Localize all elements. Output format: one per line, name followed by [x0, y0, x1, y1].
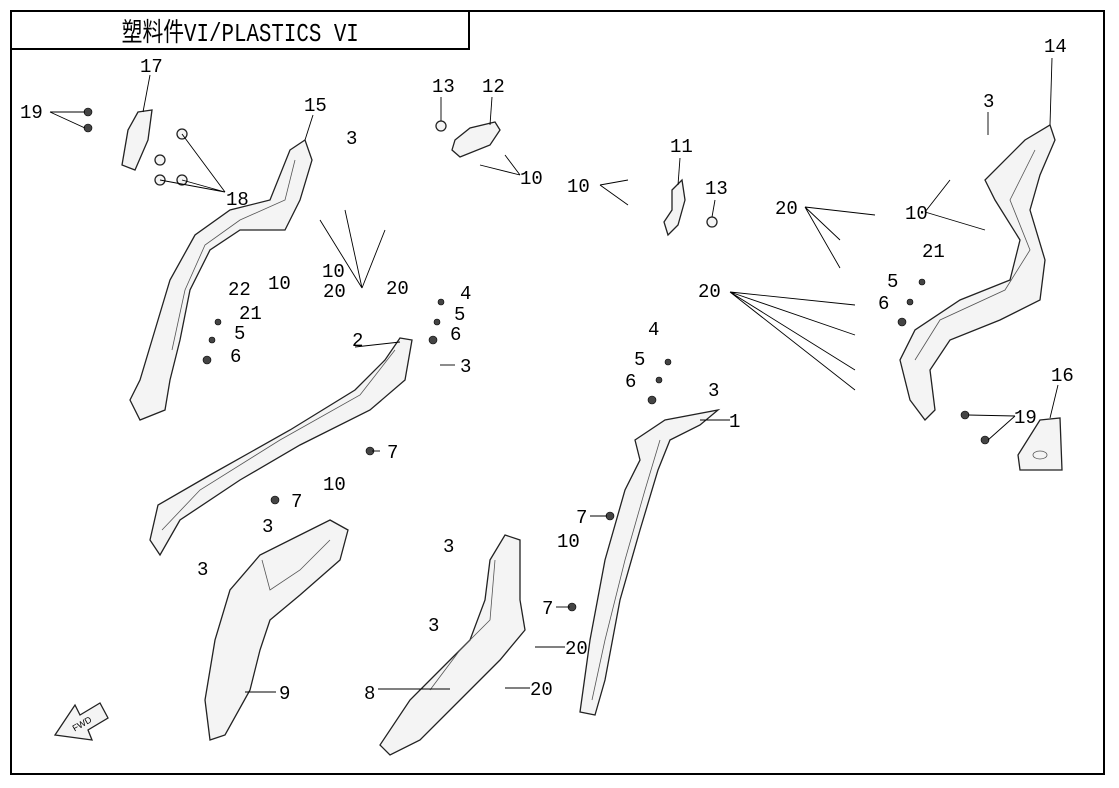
callout: 10: [557, 531, 580, 553]
callout: 20: [565, 638, 588, 660]
callout: 3: [428, 615, 439, 637]
callout: 21: [239, 303, 262, 325]
callout: 19: [20, 102, 43, 124]
callout: 7: [387, 442, 398, 464]
callout: 20: [323, 281, 346, 303]
callout: 20: [775, 198, 798, 220]
part-2-side-cover: [149, 337, 413, 557]
callout: 15: [304, 95, 327, 117]
diagram-frame: [10, 10, 1105, 775]
callout: 10: [323, 474, 346, 496]
callout: 20: [386, 278, 409, 300]
part-14-rear-grab-rail-right: [899, 124, 1056, 421]
callout: 6: [450, 324, 461, 346]
callout: 19: [1014, 407, 1037, 429]
callout: 14: [1044, 36, 1067, 58]
callout: 3: [708, 380, 719, 402]
callout: 6: [625, 371, 636, 393]
callout: 10: [268, 273, 291, 295]
part-15-rear-grab-rail-left: [129, 138, 313, 421]
callout: 6: [878, 293, 889, 315]
callout: 5: [887, 271, 898, 293]
callout: 9: [279, 683, 290, 705]
part-17-bracket: [121, 109, 153, 171]
part-1-side-cover: [579, 408, 721, 716]
callout: 3: [262, 516, 273, 538]
part-9-lower-panel: [204, 519, 349, 741]
callout: 13: [705, 178, 728, 200]
callout: 20: [530, 679, 553, 701]
callout: 6: [230, 346, 241, 368]
fasteners: [83, 107, 990, 612]
callout: 10: [905, 203, 928, 225]
callout: 5: [454, 304, 465, 326]
callout: 7: [542, 598, 553, 620]
part-12-bracket: [451, 121, 501, 158]
callout: 3: [346, 128, 357, 150]
callout: 21: [922, 241, 945, 263]
part-8-lower-panel: [379, 534, 526, 756]
callout: 11: [670, 136, 693, 158]
callout: 3: [443, 536, 454, 558]
callout: 5: [634, 349, 645, 371]
callout: 3: [983, 91, 994, 113]
callout: 10: [567, 176, 590, 198]
callout: 13: [432, 76, 455, 98]
callout: 12: [482, 76, 505, 98]
callout: 3: [197, 559, 208, 581]
callout: 3: [460, 356, 471, 378]
callouts: 17 19 18 15 3 13 12 10 11 10 13 14 3 20 …: [20, 36, 1074, 705]
callout: 4: [648, 319, 659, 341]
callout: 2: [352, 330, 363, 352]
callout: 1: [729, 411, 740, 433]
callout: 10: [520, 168, 543, 190]
callout: 10: [322, 261, 345, 283]
callout: 5: [234, 323, 245, 345]
forward-direction-arrow: FWD: [53, 702, 109, 741]
callout: 8: [364, 683, 375, 705]
title-box: 塑料件VI/PLASTICS VI: [10, 10, 470, 50]
callout: 17: [140, 56, 163, 78]
part-16-plate: [1017, 417, 1063, 471]
leader-lines: [49, 57, 1059, 693]
callout: 22: [228, 279, 251, 301]
callout: 4: [460, 283, 471, 305]
callout: 7: [576, 507, 587, 529]
callout: 16: [1051, 365, 1074, 387]
page-title: 塑料件VI/PLASTICS VI: [121, 18, 359, 49]
callout: 20: [698, 281, 721, 303]
callout: 7: [291, 491, 302, 513]
callout: 18: [226, 189, 249, 211]
part-11-bracket: [663, 178, 686, 237]
